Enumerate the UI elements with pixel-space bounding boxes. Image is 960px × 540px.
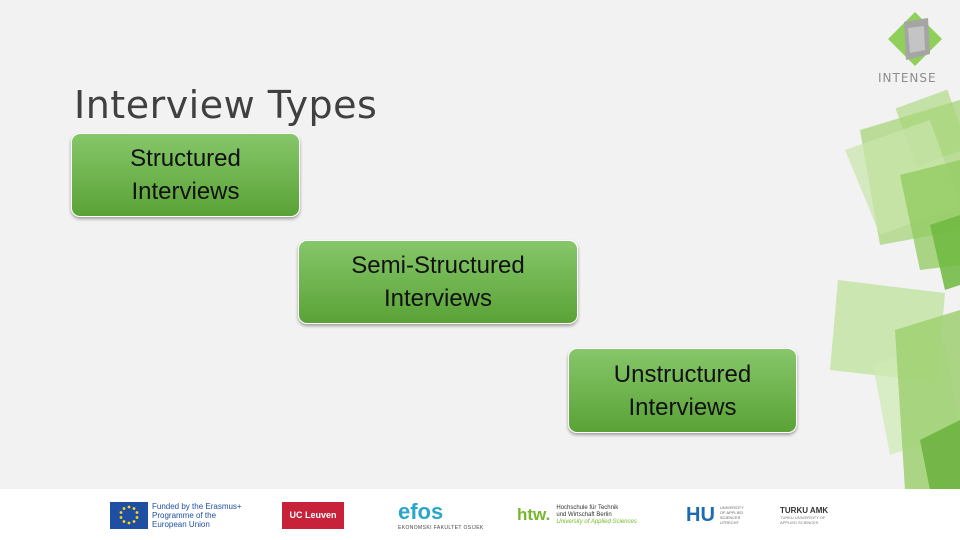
logo-hu: HU UNIVERSITY OF APPLIED SCIENCES UTRECH…: [686, 501, 748, 529]
box-label: Unstructured Interviews: [613, 360, 752, 421]
page-title: Interview Types: [74, 83, 378, 128]
logo-eu: Funded by the Erasmus+ Programme of the …: [110, 501, 242, 529]
htw-subtext-2: University of Applied Sciences: [556, 518, 637, 525]
turku-wordmark: TURKU AMK: [780, 505, 829, 515]
hu-subtext: UNIVERSITY OF APPLIED SCIENCES UTRECHT: [719, 505, 744, 525]
decor-shapes: [830, 89, 960, 490]
intense-logo-icon: [888, 12, 942, 66]
logo-efos: efos EKONOMSKI FAKULTET OSIJEK: [398, 499, 484, 531]
eu-funding-text: Funded by the Erasmus+ Programme of the …: [152, 501, 242, 529]
brand-logo-text: INTENSE: [878, 71, 937, 85]
efos-subtext: EKONOMSKI FAKULTET OSIJEK: [398, 525, 484, 531]
logo-turku: TURKU AMK TURKU UNIVERSITY OF APPLIED SC…: [780, 501, 828, 529]
efos-wordmark: efos: [398, 499, 444, 524]
hu-wordmark: HU: [686, 503, 715, 526]
box-semi-structured-interviews: Semi-Structured Interviews: [298, 240, 578, 324]
box-label: Semi-Structured Interviews: [351, 252, 525, 312]
htw-subtext: Hochschule für Technik und Wirtschaft Be…: [556, 504, 619, 518]
uc-badge: UC Leuven: [282, 501, 344, 529]
logo-uc: UC Leuven: [282, 501, 344, 529]
eu-flag-icon: [110, 501, 148, 529]
box-structured-interviews: Structured Interviews: [71, 133, 300, 217]
logo-htw: htw. Hochschule für Technik und Wirtscha…: [517, 501, 637, 529]
turku-subtext: TURKU UNIVERSITY OF APPLIED SCIENCES: [780, 514, 826, 525]
footer-logos: Funded by the Erasmus+ Programme of the …: [0, 489, 960, 540]
box-label: Structured Interviews: [130, 145, 241, 205]
box-unstructured-interviews: Unstructured Interviews: [568, 348, 797, 433]
htw-wordmark: htw.: [517, 505, 551, 524]
